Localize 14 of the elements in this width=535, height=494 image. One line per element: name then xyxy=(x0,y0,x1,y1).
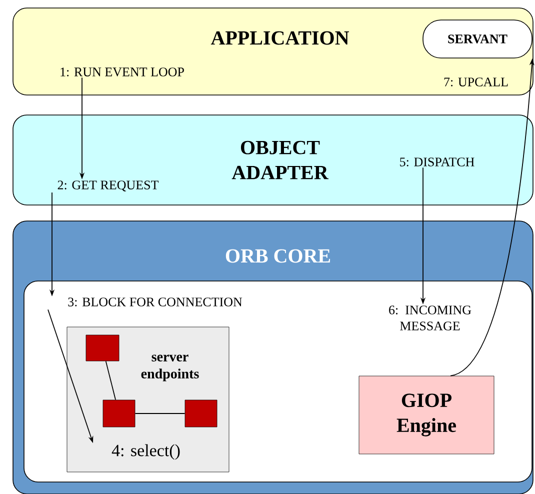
step-label: 3: BLOCK FOR CONNECTION xyxy=(68,298,242,306)
step-label: 1: RUN EVENT LOOP xyxy=(60,68,184,76)
servant-box: SERVANT xyxy=(422,20,532,58)
endpoint-square xyxy=(86,334,120,362)
endpoint-square xyxy=(184,400,218,428)
connector-line xyxy=(134,413,186,414)
step-label: 2: GET REQUEST xyxy=(58,180,159,192)
endpoint-square xyxy=(102,400,136,428)
connector-line xyxy=(105,360,116,400)
step-label: 5: DISPATCH xyxy=(400,158,474,166)
engine-box: GIOP Engine xyxy=(358,376,494,454)
step-label: 4: select() xyxy=(112,444,180,460)
edge-label: 7: UPCALL xyxy=(444,78,508,86)
step-label: 6: INCOMING MESSAGE xyxy=(389,306,472,330)
